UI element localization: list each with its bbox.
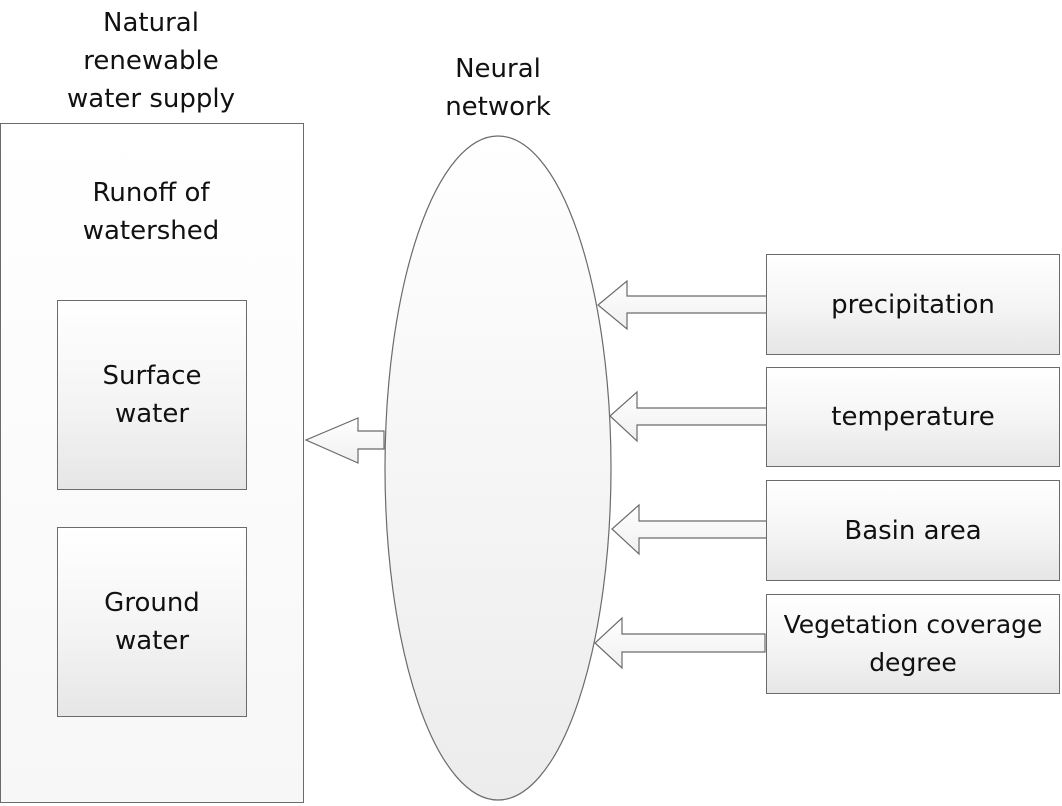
surface-water-line-2: water <box>114 399 190 429</box>
input-label-temperature: temperature <box>831 402 995 432</box>
arrow-vegetation <box>594 616 766 670</box>
ground-water-line-2: water <box>114 626 190 656</box>
neural-network-ellipse <box>384 135 612 801</box>
ground-water-box: Ground water <box>57 527 247 717</box>
arrow-temperature <box>609 390 769 443</box>
supply-title-line-2: renewable <box>83 46 219 76</box>
input-box-precipitation: precipitation <box>766 254 1060 355</box>
input-label-vegetation-line-1: Vegetation coverage <box>783 610 1043 639</box>
input-label-precipitation: precipitation <box>831 289 995 320</box>
input-label-vegetation-line-2: degree <box>869 648 957 677</box>
input-box-temperature: temperature <box>766 367 1060 467</box>
supply-title-line-1: Natural <box>103 8 199 38</box>
network-title-line-2: network <box>445 92 551 122</box>
input-box-basin-area: Basin area <box>766 480 1060 581</box>
runoff-line-2: watershed <box>82 216 220 246</box>
ground-water-line-1: Ground <box>104 588 200 618</box>
arrow-precipitation <box>597 279 769 331</box>
runoff-line-1: Runoff of <box>92 178 210 208</box>
arrow-basin-area <box>611 503 769 556</box>
supply-title: Natural renewable water supply <box>40 4 262 118</box>
surface-water-line-1: Surface <box>102 361 202 391</box>
surface-water-box: Surface water <box>57 300 247 490</box>
input-box-vegetation: Vegetation coverage degree <box>766 594 1060 694</box>
input-label-basin-area: Basin area <box>844 515 982 546</box>
supply-title-line-3: water supply <box>67 84 235 114</box>
network-title: Neural network <box>418 50 578 126</box>
network-title-line-1: Neural <box>455 54 541 84</box>
runoff-label: Runoff of watershed <box>40 174 262 250</box>
arrow-network-to-supply <box>304 417 385 464</box>
